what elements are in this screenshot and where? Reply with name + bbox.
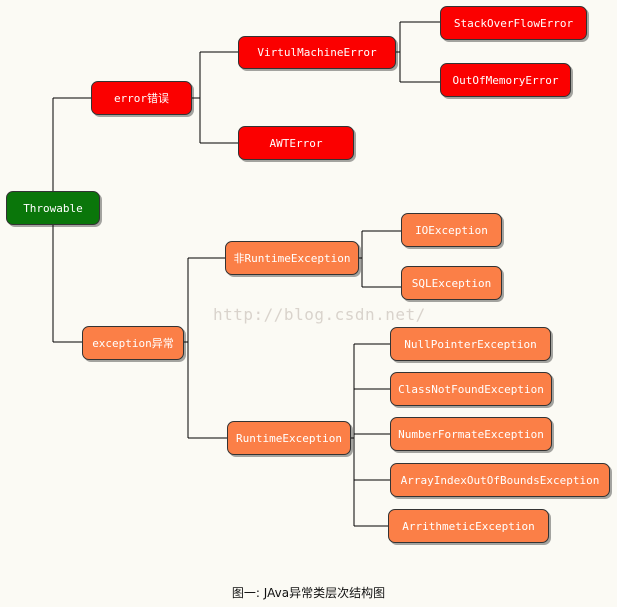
node-arithmetic-exception: ArrithmeticException [388,509,549,543]
node-sql-exception: SQLException [401,266,502,300]
node-out-of-memory-error: OutOfMemoryError [440,63,571,97]
node-error: error错误 [91,81,192,115]
node-throwable: Throwable [6,191,100,225]
node-stack-overflow-error: StackOverFlowError [440,6,587,40]
node-class-not-found-exception: ClassNotFoundException [390,372,552,406]
node-awt-error: AWTError [238,126,354,160]
node-runtime-exception: RuntimeException [227,421,351,455]
node-virtual-machine-error: VirtulMachineError [238,36,396,69]
node-null-pointer-exception: NullPointerException [390,327,551,361]
figure-caption: 图一: JAva异常类层次结构图 [231,586,386,600]
watermark: http://blog.csdn.net/ [213,305,426,324]
node-exception: exception异常 [82,326,184,360]
node-io-exception: IOException [401,213,502,247]
node-array-index-out-of-bounds-exception: ArrayIndexOutOfBoundsException [390,463,610,497]
node-number-formate-exception: NumberFormateException [390,417,552,451]
node-non-runtime-exception: 非RuntimeException [225,241,359,275]
